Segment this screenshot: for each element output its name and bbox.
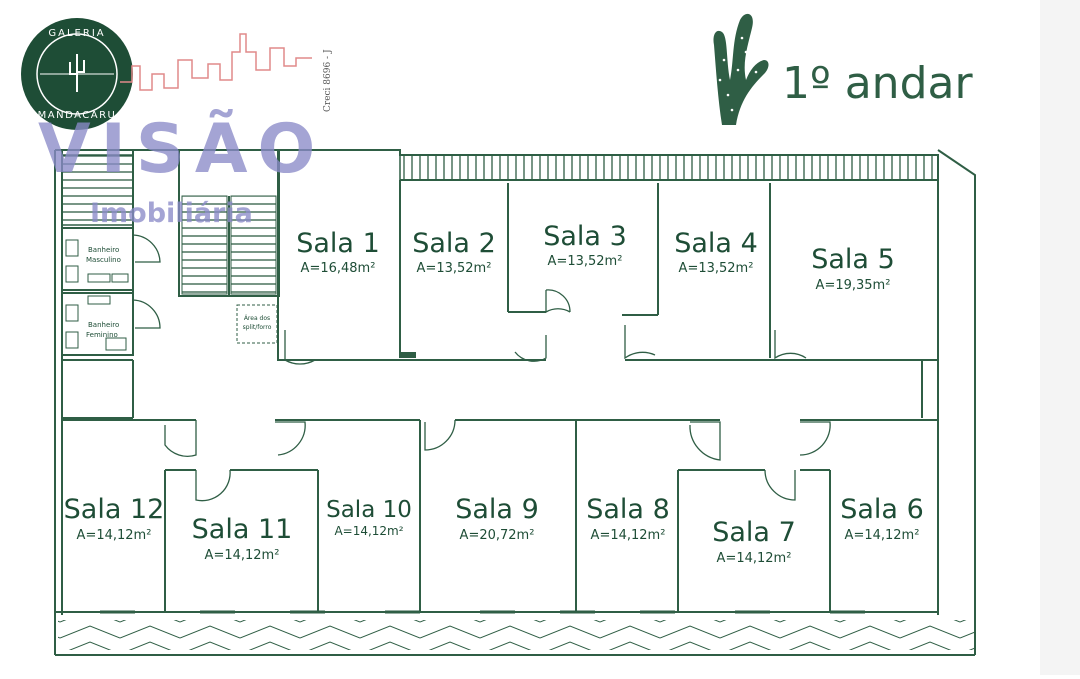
floor-plan-svg: 1º andar GALERIA MANDACARU Creci 8696 - … <box>21 13 976 656</box>
sala12-name: Sala 12 <box>64 494 165 525</box>
bathroom-fixtures <box>65 239 129 351</box>
sala1-area: A=16,48m² <box>301 261 376 276</box>
bathroom-male-line1: Banheiro <box>88 246 119 254</box>
marker-block <box>400 352 416 358</box>
sala1-name: Sala 1 <box>296 228 380 259</box>
cactus-icon <box>713 13 769 125</box>
service-area-line2: split/forro <box>243 324 272 331</box>
creci-text: Creci 8696 - J <box>323 49 333 112</box>
watermark-sub: Imobiliária <box>90 198 253 229</box>
sala5-area: A=19,35m² <box>816 278 891 293</box>
sala10-name: Sala 10 <box>326 497 412 523</box>
logo-top-text: GALERIA <box>48 28 105 39</box>
service-area-line1: Área dos <box>244 315 270 322</box>
sala5-name: Sala 5 <box>811 244 895 275</box>
sala9-name: Sala 9 <box>455 494 539 525</box>
service-area-box <box>236 304 278 344</box>
sala4-area: A=13,52m² <box>679 261 754 276</box>
bathroom-female-line2: Feminino <box>86 331 118 339</box>
sala3-name: Sala 3 <box>543 221 627 252</box>
window-strip-top <box>399 154 939 181</box>
sala8-area: A=14,12m² <box>591 528 666 543</box>
sala9-area: A=20,72m² <box>460 528 535 543</box>
sala6-name: Sala 6 <box>840 494 924 525</box>
sala7-name: Sala 7 <box>712 517 796 548</box>
sala2-name: Sala 2 <box>412 228 496 259</box>
floor-title: 1º andar <box>782 58 973 109</box>
door-swings <box>132 234 831 502</box>
sala3-area: A=13,52m² <box>548 254 623 269</box>
watermark-main: VISÃO <box>38 109 325 189</box>
side-panel <box>1040 0 1080 675</box>
galeria-logo: GALERIA MANDACARU <box>21 18 133 130</box>
sala12-area: A=14,12m² <box>77 528 152 543</box>
bathroom-male-line2: Masculino <box>86 256 121 264</box>
sala6-area: A=14,12m² <box>845 528 920 543</box>
sala8-name: Sala 8 <box>586 494 670 525</box>
skyline-outline <box>120 33 312 91</box>
stair-hatch-left <box>61 154 134 226</box>
sala2-area: A=13,52m² <box>417 261 492 276</box>
facade-pattern <box>58 620 975 650</box>
sala4-name: Sala 4 <box>674 228 758 259</box>
sala11-area: A=14,12m² <box>205 548 280 563</box>
stair-steps-a <box>181 195 228 295</box>
sala7-area: A=14,12m² <box>717 551 792 566</box>
sala11-name: Sala 11 <box>192 514 293 545</box>
bathroom-female-line1: Banheiro <box>88 321 119 329</box>
logo-bottom-text: MANDACARU <box>38 110 117 121</box>
sala10-area: A=14,12m² <box>334 524 403 538</box>
stair-steps-b <box>230 195 277 295</box>
